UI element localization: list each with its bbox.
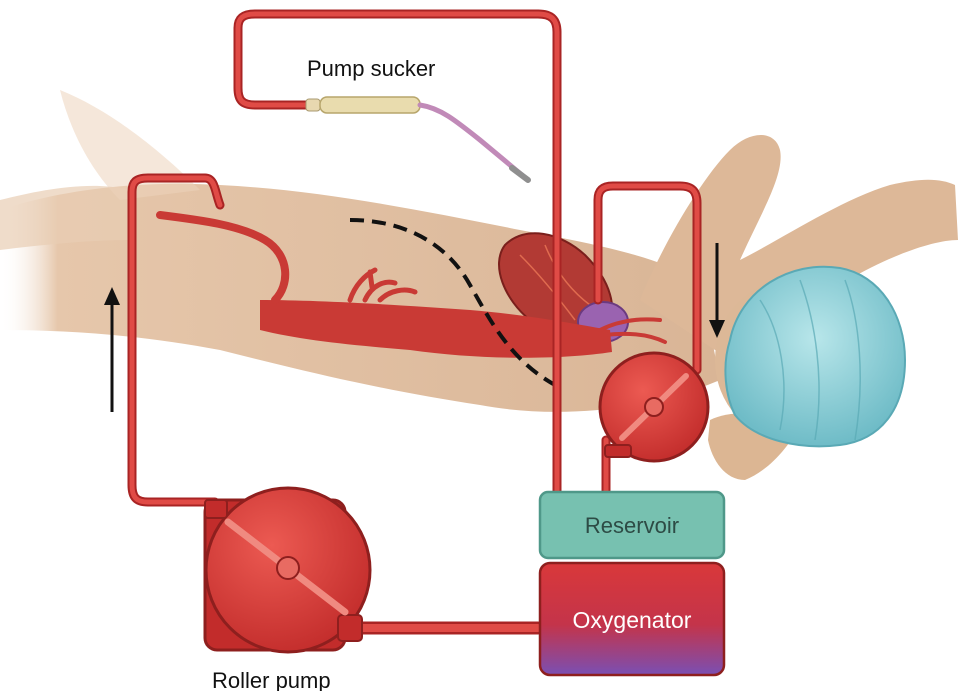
patient-body	[0, 90, 958, 480]
pump-sucker-tip	[306, 97, 528, 180]
roller-pump	[205, 488, 370, 652]
label-pump-sucker: Pump sucker	[307, 56, 435, 81]
venous-roller-pump	[600, 353, 708, 461]
label-reservoir: Reservoir	[585, 513, 679, 538]
label-roller-pump: Roller pump	[212, 668, 331, 691]
label-oxygenator: Oxygenator	[573, 607, 692, 633]
